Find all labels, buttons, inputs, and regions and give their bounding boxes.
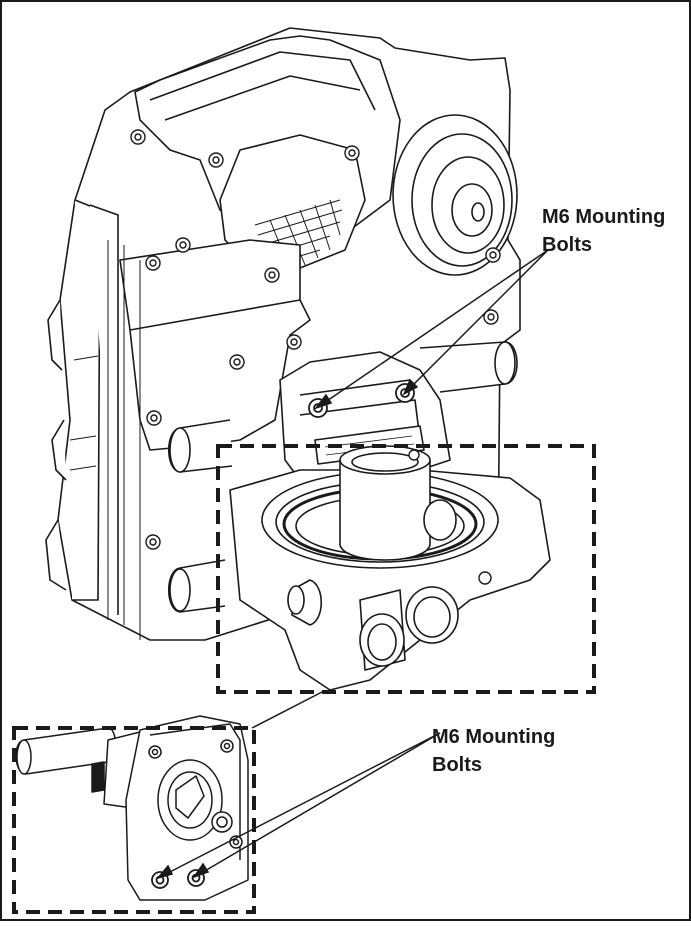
pump-module-body xyxy=(45,27,551,691)
leader-lines-upper xyxy=(313,249,549,410)
callout-label-lower: M6 Mounting Bolts xyxy=(432,726,556,776)
detail-box-inset xyxy=(12,726,256,914)
leader-lines-lower xyxy=(155,732,441,880)
detail-connector-line xyxy=(251,691,323,729)
callout-label-upper: M6 Mounting Bolts xyxy=(542,206,666,256)
inset-detail-view xyxy=(15,715,249,901)
detail-box-main xyxy=(216,444,596,694)
